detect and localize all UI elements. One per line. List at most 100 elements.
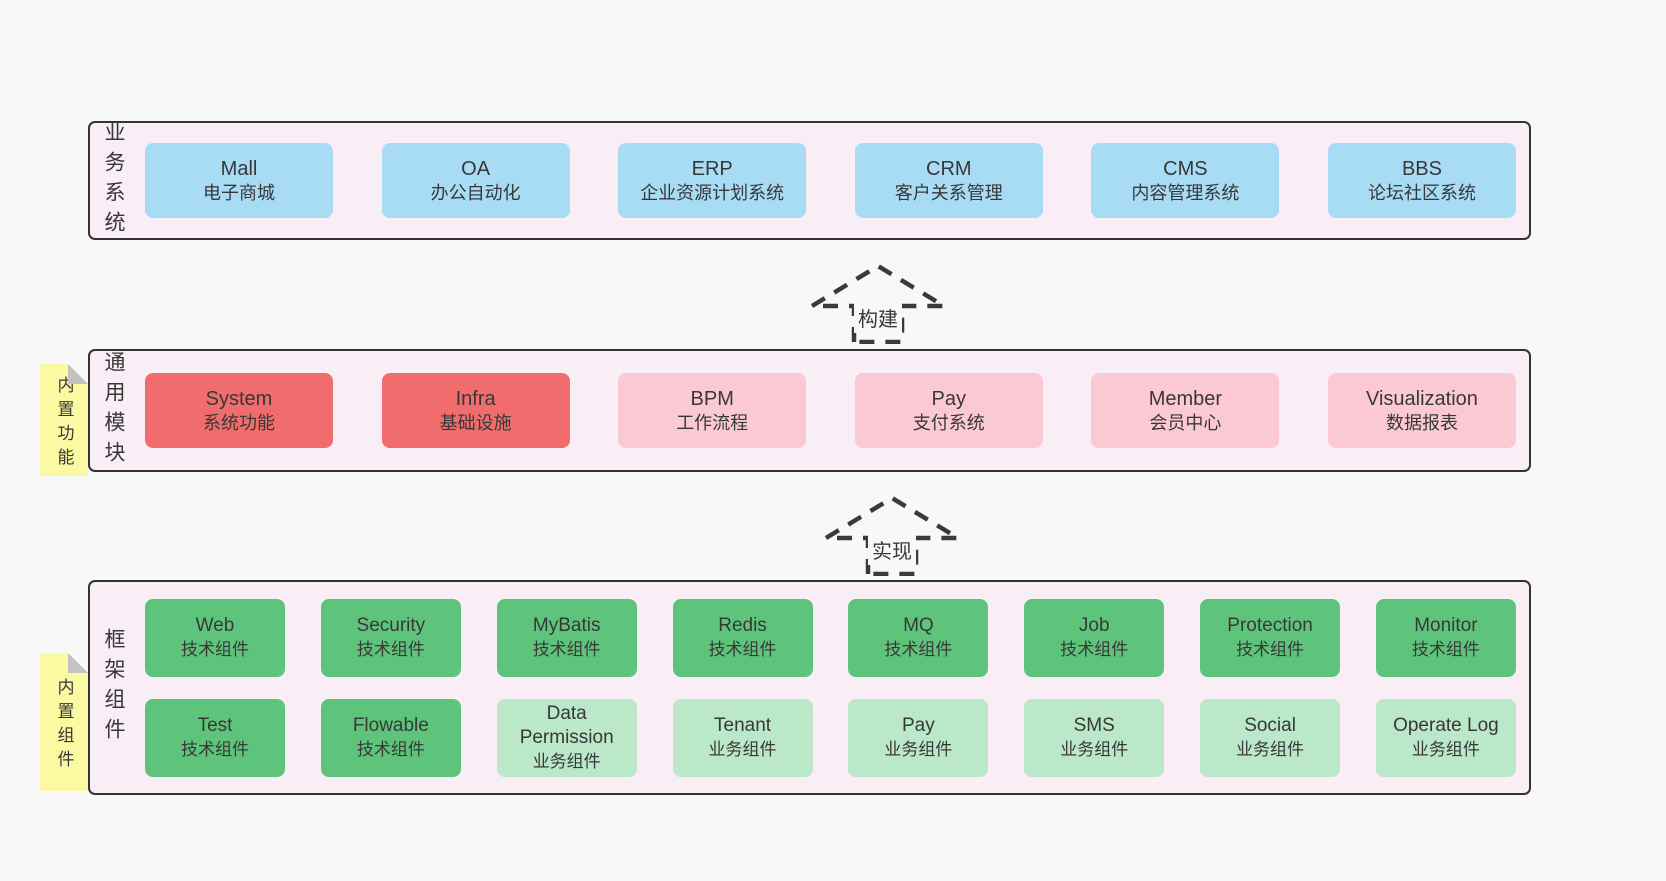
implement-arrow: 实现 — [822, 494, 962, 576]
module-description: 技术组件 — [1236, 639, 1305, 659]
module-description: 业务组件 — [1060, 739, 1129, 759]
module-description: 办公自动化 — [430, 182, 521, 203]
module-description: 工作流程 — [676, 412, 749, 433]
data-permission-module-box: Data Permission 业务组件 — [496, 698, 637, 777]
arrow-label: 构建 — [854, 302, 902, 333]
arrow-label: 实现 — [868, 534, 916, 565]
module-name: BPM — [690, 387, 734, 410]
band-label: 业务系统 — [102, 120, 125, 241]
module-name: Pay — [931, 387, 967, 410]
module-description: 技术组件 — [708, 639, 777, 659]
module-name: Protection — [1227, 615, 1313, 637]
module-name: System — [205, 387, 273, 410]
module-description: 技术组件 — [1060, 639, 1129, 659]
module-description: 技术组件 — [1411, 639, 1480, 659]
module-description: 业务组件 — [708, 739, 777, 759]
module-description: 客户关系管理 — [894, 182, 1003, 203]
module-description: 技术组件 — [884, 639, 953, 659]
sticky-note-built-in-features: 内置功能 — [40, 364, 88, 476]
module-description: 技术组件 — [532, 639, 601, 659]
module-description: 业务组件 — [532, 752, 601, 772]
up-arrow-icon — [822, 495, 962, 576]
module-name: Social — [1244, 715, 1296, 737]
module-description: 业务组件 — [1411, 739, 1480, 759]
module-description: 技术组件 — [356, 739, 425, 759]
module-name: Operate Log — [1393, 715, 1499, 737]
module-description: 系统功能 — [203, 412, 275, 433]
module-name: ERP — [691, 157, 733, 180]
module-description: 数据报表 — [1385, 412, 1458, 433]
build-arrow: 构建 — [808, 262, 948, 344]
module-description: 业务组件 — [884, 739, 953, 759]
sticky-note-label: 内置功能 — [54, 375, 74, 472]
band-label: 通用模块 — [102, 350, 125, 471]
up-arrow-icon — [808, 263, 948, 344]
module-name: Member — [1148, 387, 1223, 410]
module-name: Job — [1078, 615, 1110, 637]
module-name: Data Permission — [519, 702, 614, 749]
module-name: Infra — [455, 387, 496, 410]
module-name: Security — [356, 615, 426, 637]
module-description: 技术组件 — [181, 639, 249, 659]
module-name: MyBatis — [532, 615, 601, 637]
module-description: 技术组件 — [356, 639, 425, 659]
module-name: CMS — [1163, 157, 1208, 180]
band-label: 框架组件 — [102, 627, 125, 748]
module-description: 技术组件 — [181, 739, 249, 759]
module-name: Visualization — [1366, 387, 1478, 410]
module-name: Mall — [220, 157, 258, 180]
module-description: 会员中心 — [1149, 412, 1222, 433]
module-name: CRM — [926, 157, 972, 180]
module-description: 支付系统 — [912, 412, 985, 433]
module-description: 基础设施 — [439, 412, 512, 433]
module-name: Redis — [718, 615, 767, 637]
sticky-note-label: 内置组件 — [54, 677, 74, 774]
module-name: Flowable — [352, 715, 429, 737]
module-description: 业务组件 — [1236, 739, 1305, 759]
module-name: Web — [195, 615, 235, 637]
module-name: BBS — [1401, 157, 1442, 180]
module-name: Monitor — [1414, 615, 1478, 637]
module-name: Test — [197, 715, 233, 737]
module-description: 电子商城 — [203, 182, 275, 203]
module-name: SMS — [1073, 715, 1115, 737]
module-name: OA — [461, 157, 491, 180]
module-description: 论坛社区系统 — [1367, 182, 1476, 203]
module-name: MQ — [903, 615, 934, 637]
module-name: Pay — [902, 715, 935, 737]
module-description: 企业资源计划系统 — [640, 182, 785, 203]
